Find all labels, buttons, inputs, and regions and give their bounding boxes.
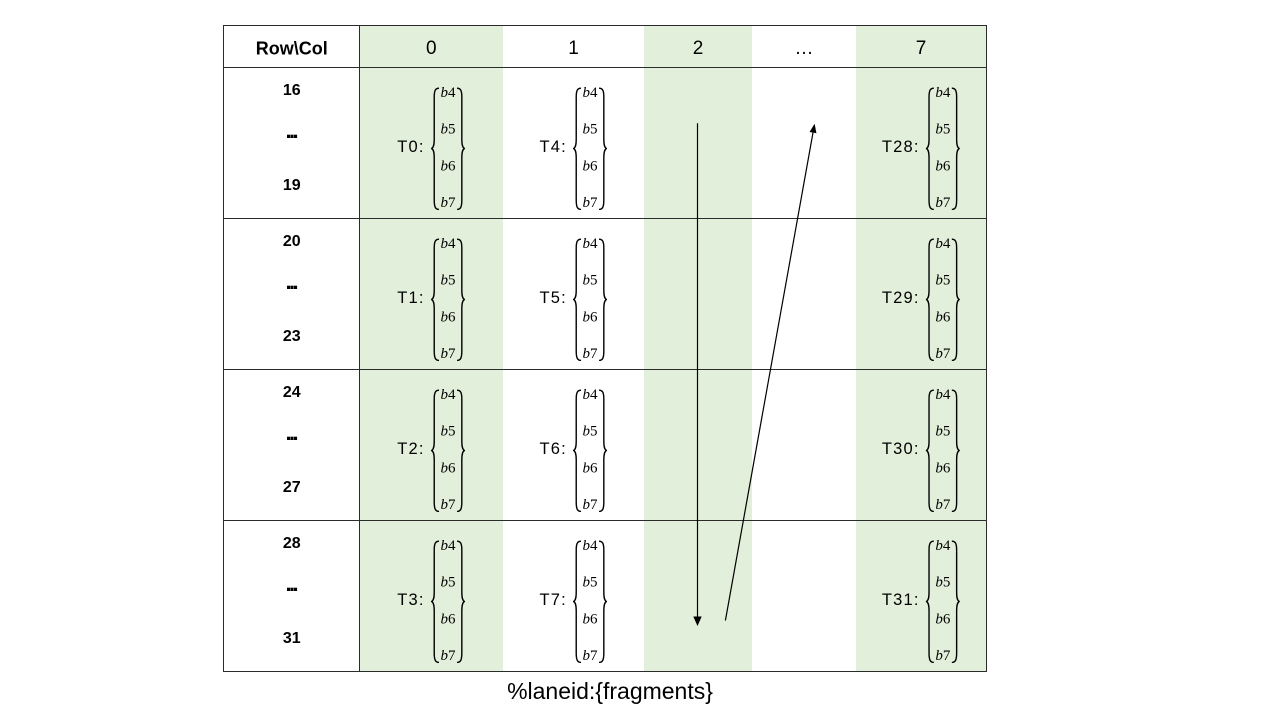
svg-text:b4: b4	[936, 540, 952, 554]
svg-text:b5: b5	[936, 424, 951, 440]
svg-text:b7: b7	[441, 195, 457, 210]
svg-text:b6: b6	[583, 309, 599, 325]
svg-text:b4: b4	[936, 238, 952, 252]
svg-text:b4: b4	[441, 87, 457, 101]
svg-text:b6: b6	[936, 611, 952, 627]
svg-text:b4: b4	[441, 540, 457, 554]
svg-text:b4: b4	[441, 238, 457, 252]
svg-text:b5: b5	[441, 575, 456, 591]
svg-text:b6: b6	[583, 158, 599, 174]
svg-text:b7: b7	[936, 195, 952, 210]
svg-text:b7: b7	[441, 648, 457, 663]
svg-text:b5: b5	[583, 122, 598, 138]
svg-text:b6: b6	[583, 460, 599, 476]
svg-text:b5: b5	[441, 122, 456, 138]
svg-text:b5: b5	[441, 424, 456, 440]
svg-text:b6: b6	[441, 309, 457, 325]
svg-text:b5: b5	[936, 122, 951, 138]
svg-text:b6: b6	[441, 460, 457, 476]
svg-text:b5: b5	[583, 575, 598, 591]
svg-text:b4: b4	[583, 389, 599, 403]
svg-text:b7: b7	[583, 648, 599, 663]
svg-text:b5: b5	[583, 273, 598, 289]
svg-text:b4: b4	[583, 87, 599, 101]
svg-text:b7: b7	[583, 195, 599, 210]
svg-text:b7: b7	[583, 497, 599, 512]
svg-text:b7: b7	[583, 346, 599, 361]
svg-text:b4: b4	[936, 389, 952, 403]
svg-text:b4: b4	[583, 238, 599, 252]
svg-text:b5: b5	[936, 575, 951, 591]
svg-text:b7: b7	[936, 648, 952, 663]
svg-text:b7: b7	[441, 497, 457, 512]
svg-text:b6: b6	[936, 309, 952, 325]
svg-text:b4: b4	[936, 87, 952, 101]
svg-text:b7: b7	[936, 346, 952, 361]
svg-text:b4: b4	[583, 540, 599, 554]
svg-text:b4: b4	[441, 389, 457, 403]
svg-text:b6: b6	[441, 611, 457, 627]
svg-text:b7: b7	[936, 497, 952, 512]
svg-text:b6: b6	[441, 158, 457, 174]
svg-text:b5: b5	[583, 424, 598, 440]
svg-text:b6: b6	[583, 611, 599, 627]
svg-text:b7: b7	[441, 346, 457, 361]
svg-text:b6: b6	[936, 460, 952, 476]
svg-text:b5: b5	[936, 273, 951, 289]
svg-text:b6: b6	[936, 158, 952, 174]
svg-text:b5: b5	[441, 273, 456, 289]
